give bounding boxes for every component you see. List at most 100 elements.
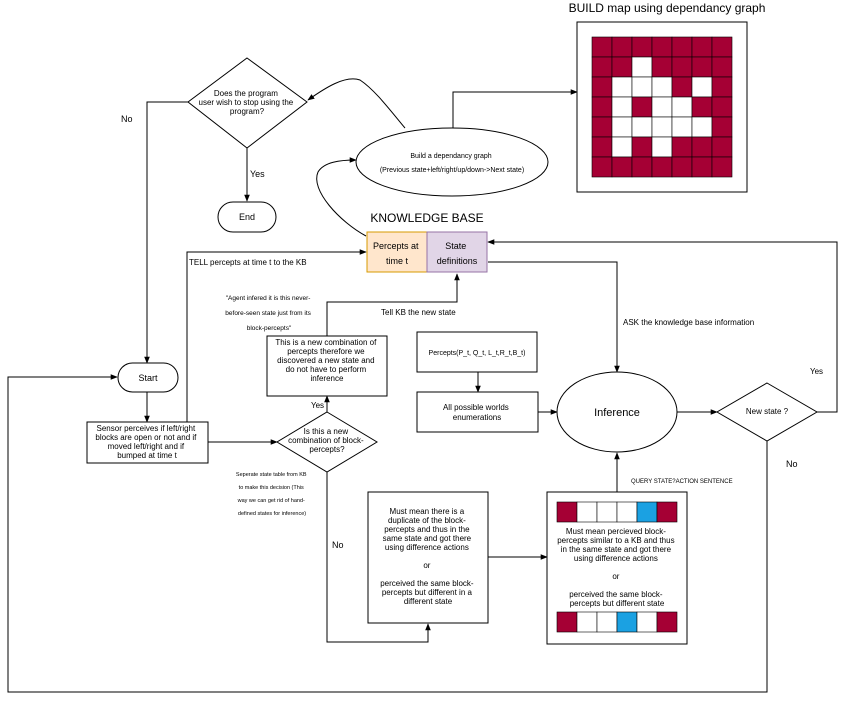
map-cell-wall [691, 96, 713, 118]
svg-text:QUERY STATE?ACTION SENTENCE: QUERY STATE?ACTION SENTENCE [631, 479, 733, 485]
percept-cell-open [576, 501, 598, 523]
percept-cell-open [616, 501, 638, 523]
map-cell-wall [591, 136, 613, 158]
map-cell-wall [691, 156, 713, 178]
map-cell-wall [691, 36, 713, 58]
map-cell-wall [651, 156, 673, 178]
similar-percepts-box: Must mean percieved block- percepts simi… [546, 491, 688, 645]
map-cell-open [651, 136, 673, 158]
svg-text:Yes: Yes [810, 367, 823, 376]
sensor-box: Sensor perceives if left/right blocks ar… [86, 421, 209, 464]
map-cell-open [611, 76, 633, 98]
svg-text:TELL percepts at time t to th: TELL percepts at time t to the KB [189, 258, 307, 267]
svg-text:This is a new combination of: This is a new combination of percepts th… [275, 338, 378, 383]
percepts-variables-box: Percepts(P_t, Q_t, L_t,R_t,B_t) [416, 331, 538, 373]
svg-text:Build a dependancy graph: Build a dependancy graph (Previous state… [380, 153, 524, 174]
svg-text:End: End [239, 212, 255, 222]
edge-newstate-no [7, 374, 768, 693]
map-cell-wall [631, 156, 653, 178]
map-cell-wall [611, 36, 633, 58]
svg-text:Does the program user wi: Does the program user wish to stop using… [199, 89, 296, 116]
percept-cell-wall [656, 611, 678, 633]
map-cell-wall [591, 116, 613, 138]
percept-cell-wall [556, 501, 578, 523]
edge-graph-to-stop [307, 78, 406, 129]
percept-cell-open [596, 611, 618, 633]
svg-text:Inference: Inference [594, 407, 640, 419]
edge-ask-kb [488, 261, 620, 373]
percept-cell-blue [636, 501, 658, 523]
new-combination-box: This is a new combination of percepts th… [266, 335, 388, 397]
percept-cell-open [596, 501, 618, 523]
map-cell-wall [631, 136, 653, 158]
map-cell-open [611, 96, 633, 118]
map-cell-wall [671, 76, 693, 98]
map-cell-wall [591, 76, 613, 98]
map-cell-wall [631, 96, 653, 118]
map-cell-wall [631, 36, 653, 58]
edge-graph-to-map [452, 89, 578, 128]
kb-states-cell [426, 231, 488, 273]
map-cell-open [651, 96, 673, 118]
map-cell-open [671, 116, 693, 138]
svg-text:State definitions: State definitions [437, 241, 478, 266]
percept-strip-top [556, 501, 678, 523]
percept-cell-wall [656, 501, 678, 523]
percept-cell-open [576, 611, 598, 633]
edge-combo-no [326, 472, 431, 643]
knowledge-base: Percepts at time t State definitions [366, 231, 488, 273]
stop-decision: Does the program user wish to stop using… [187, 57, 308, 149]
connectors [7, 78, 838, 693]
map-grid [591, 36, 733, 178]
percept-strip-bottom [556, 611, 678, 633]
map-cell-open [631, 76, 653, 98]
map-cell-wall [591, 156, 613, 178]
duplicate-percepts-box: Must mean there is a duplicate of the bl… [367, 491, 489, 624]
map-cell-wall [711, 76, 733, 98]
edge-labels: No Yes TELL percepts at time t to the KB… [121, 114, 823, 550]
svg-text:Must mean percieved block-: Must mean percieved block- percepts simi… [557, 527, 677, 608]
edge-sensor-to-kb [186, 249, 367, 422]
map-cell-wall [671, 156, 693, 178]
svg-text:Must mean there is a dup: Must mean there is a duplicate of the bl… [380, 507, 476, 606]
map-cell-open [631, 116, 653, 138]
new-state-decision: New state ? [716, 382, 818, 442]
separate-table-note: Seperate state table from KB to make thi… [236, 472, 308, 517]
map-cell-wall [591, 96, 613, 118]
map-title: BUILD map using dependancy graph [569, 1, 766, 15]
svg-text:ASK the knowledge base inform: ASK the knowledge base information [623, 318, 754, 327]
map-cell-wall [651, 36, 673, 58]
dependency-map [576, 21, 748, 193]
map-cell-wall [591, 36, 613, 58]
edge-newstate-to-kb [326, 273, 460, 336]
edge-kb-to-graph [316, 157, 367, 237]
map-cell-open [691, 76, 713, 98]
worlds-enumeration-box: All possible worlds enumerations [416, 391, 539, 433]
new-combination-decision: Is this a new combination of block- perc… [276, 411, 378, 473]
map-cell-wall [691, 136, 713, 158]
edge-newstate-yes [487, 239, 838, 413]
svg-text:Sensor perceives if left/right: Sensor perceives if left/right blocks ar… [95, 424, 198, 460]
svg-text:No: No [121, 114, 133, 124]
map-cell-open [631, 56, 653, 78]
inference-node: Inference [556, 371, 678, 453]
svg-text:New state ?: New state ? [746, 407, 789, 416]
map-cell-wall [711, 96, 733, 118]
map-cell-open [651, 76, 673, 98]
map-cell-wall [591, 56, 613, 78]
map-cell-wall [691, 56, 713, 78]
svg-text:Percepts(P_t, Q_t, L_t,R_t,B_t: Percepts(P_t, Q_t, L_t,R_t,B_t) [429, 350, 526, 357]
map-cell-open [611, 116, 633, 138]
knowledge-base-title: KNOWLEDGE BASE [370, 211, 483, 225]
map-cell-wall [671, 36, 693, 58]
agent-quote: "Agent infered it is this never- before-… [225, 295, 312, 332]
map-cell-wall [711, 136, 733, 158]
map-cell-wall [711, 36, 733, 58]
svg-text:All possible worlds enum: All possible worlds enumerations [443, 403, 511, 422]
svg-text:Yes: Yes [311, 401, 324, 410]
svg-text:Is this a new combinatio: Is this a new combination of block- perc… [288, 427, 366, 454]
svg-text:Tell KB the new state: Tell KB the new state [381, 308, 456, 317]
percept-cell-open [636, 611, 658, 633]
map-cell-wall [711, 56, 733, 78]
